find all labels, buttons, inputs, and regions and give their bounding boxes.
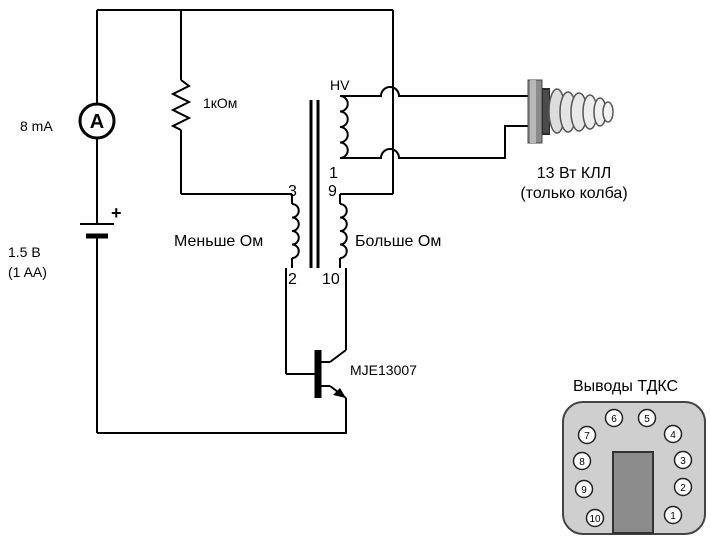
pinout-title: Выводы ТДКС [573,378,678,395]
transformer [291,95,349,268]
pin2-label: 2 [288,271,297,288]
svg-text:10: 10 [589,514,601,525]
lamp-label-line1: 13 Вт КЛЛ [537,165,611,182]
svg-text:2: 2 [680,483,686,494]
pin-8: 8 [572,451,592,471]
svg-text:9: 9 [581,485,587,496]
transistor [314,350,346,398]
pin1-label: 1 [329,165,338,182]
svg-text:4: 4 [670,430,676,441]
pin-10: 10 [585,508,605,528]
battery-voltage-label: 1.5 В [8,244,41,260]
primary-coil [291,203,300,259]
pin-5: 5 [637,408,657,428]
cfl-bulb [527,79,614,144]
svg-text:1: 1 [670,511,676,522]
emitter-arrow [333,388,346,398]
svg-text:7: 7 [584,431,590,442]
pin10-label: 10 [322,271,340,288]
pin-3: 3 [673,450,693,470]
svg-text:8: 8 [579,457,585,468]
resistor [170,79,192,131]
lamp-label-line2: (только колба) [520,185,627,202]
fewer-turns-label: Меньше Ом [174,233,263,250]
pinout-diagram: 1 2 3 4 5 6 7 8 [562,401,706,535]
pin-7: 7 [577,425,597,445]
ammeter: A [78,102,116,140]
pin-6: 6 [604,408,624,428]
svg-text:5: 5 [644,414,650,425]
resistor-label: 1кОм [203,95,237,111]
pin-1: 1 [663,505,683,525]
hv-label: HV [330,77,350,93]
pin-2: 2 [673,477,693,497]
battery [80,223,114,239]
wiring [96,9,528,434]
pin-4: 4 [663,424,683,444]
more-turns-label: Больше Ом [355,233,441,250]
feedback-coil [339,203,348,259]
hv-coil [339,95,349,159]
svg-text:3: 3 [680,456,686,467]
pin3-label: 3 [288,183,297,200]
transistor-label: MJE13007 [350,362,417,378]
pin9-label: 9 [328,183,337,200]
battery-plus-sign: + [111,203,122,223]
ammeter-symbol: A [90,111,104,133]
pin-9: 9 [574,479,594,499]
battery-cell-label: (1 AA) [8,264,47,280]
meter-current-label: 8 mA [20,118,53,134]
svg-text:6: 6 [611,414,617,425]
